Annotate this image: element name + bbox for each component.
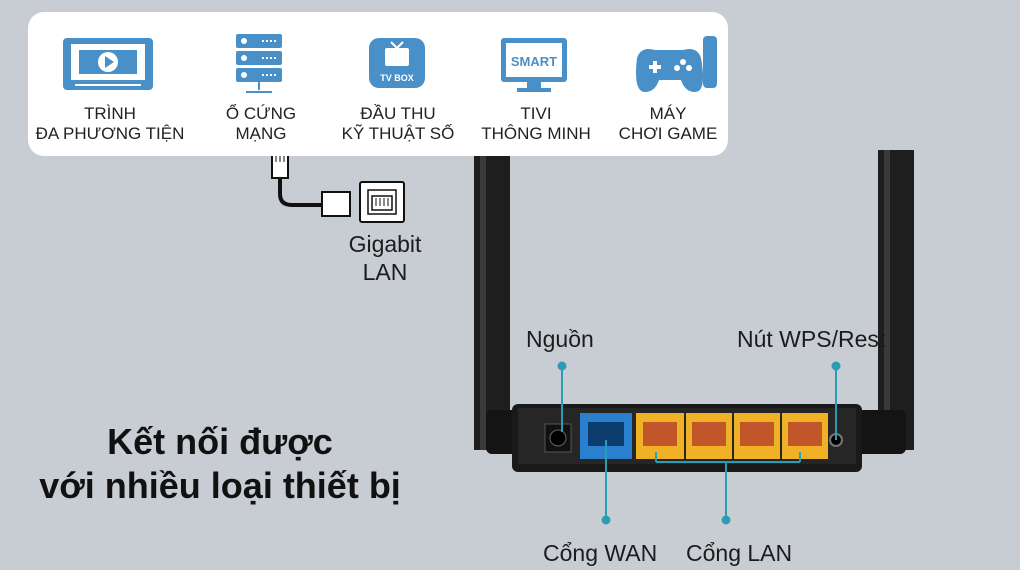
- wan-port-label: Cổng WAN: [543, 540, 658, 566]
- right-antenna: [878, 150, 914, 450]
- device-panel: TRÌNH ĐA PHƯƠNG TIỆN Ổ CỨNG MẠNG TV BOX …: [28, 12, 728, 156]
- gigabit-lan-label: Gigabit LAN: [348, 231, 422, 285]
- wps-reset-label: Nút WPS/Rest: [737, 326, 886, 352]
- media-player-icon: [63, 38, 153, 90]
- game-console-icon: [636, 36, 717, 92]
- tv-box-icon: TV BOX: [369, 38, 425, 88]
- device-label: TRÌNH ĐA PHƯƠNG TIỆN: [35, 104, 185, 143]
- lan-jack-icon: [359, 181, 405, 223]
- smart-tv-icon: SMART: [501, 38, 567, 92]
- lan-port: [782, 413, 828, 459]
- left-antenna: [474, 150, 510, 450]
- lan-port: [686, 413, 732, 459]
- device-label: TIVI THÔNG MINH: [481, 104, 591, 143]
- headline: Kết nối được với nhiều loại thiết bị: [39, 421, 401, 506]
- device-label: Ổ CỨNG MẠNG: [225, 104, 297, 143]
- lan-port-label: Cổng LAN: [686, 540, 793, 566]
- power-label: Nguồn: [526, 326, 594, 352]
- lan-port-group: [636, 413, 828, 459]
- ethernet-cable: [271, 147, 351, 217]
- pointer-lines: [557, 361, 841, 525]
- device-label: MÁY CHƠI GAME: [618, 104, 718, 143]
- device-label: ĐẦU THU KỸ THUẬT SỐ: [341, 104, 455, 143]
- tv-box-badge: TV BOX: [380, 73, 414, 83]
- smart-tv-badge: SMART: [511, 54, 557, 69]
- network-storage-icon: [236, 34, 282, 93]
- lan-port: [636, 413, 684, 459]
- lan-port: [734, 413, 780, 459]
